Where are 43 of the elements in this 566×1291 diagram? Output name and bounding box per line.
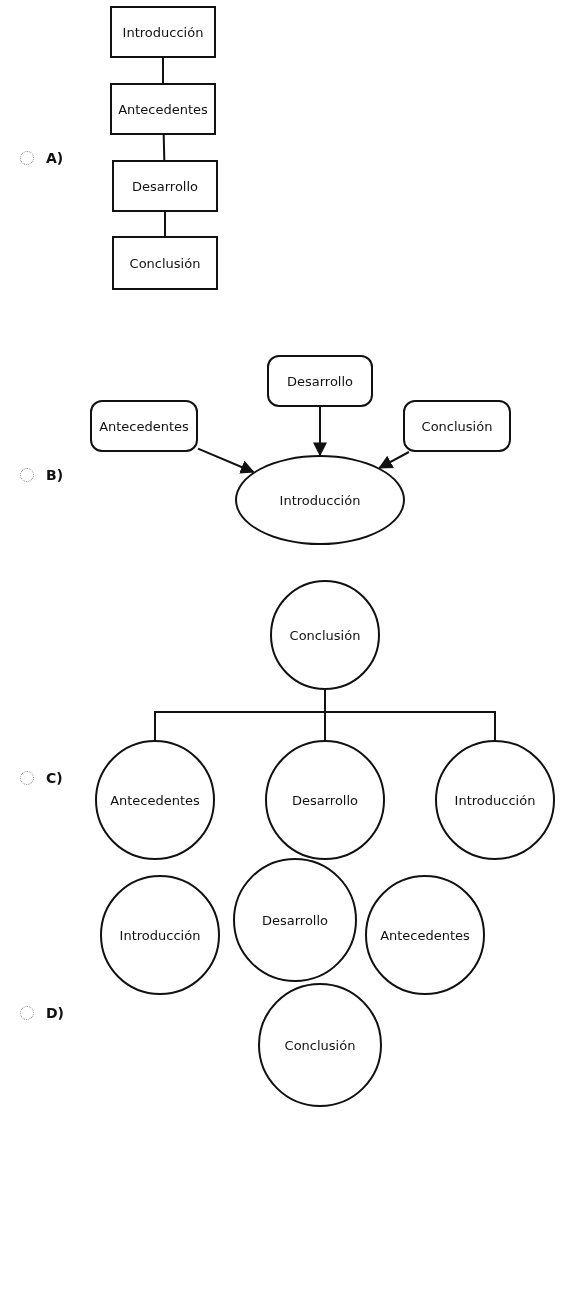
connector-line: [162, 134, 166, 161]
option-label: A): [46, 150, 64, 166]
circle-node: [258, 983, 382, 1107]
node-label: Desarrollo: [291, 792, 359, 808]
ellipse-node: [235, 455, 405, 545]
node-label: Conclusión: [284, 1037, 356, 1053]
connector-line: [164, 211, 166, 237]
option-label: D): [46, 1005, 65, 1021]
process-box: [112, 160, 218, 212]
circle-node: [365, 875, 485, 995]
node-label: Introducción: [119, 927, 201, 943]
node-label: Antecedentes: [110, 792, 200, 808]
process-box: [110, 83, 216, 135]
node-label: Antecedentes: [118, 101, 208, 117]
node-label: Desarrollo: [131, 178, 199, 194]
circle-node: [233, 858, 357, 982]
node-label: Conclusión: [289, 627, 361, 643]
circle-node: [265, 740, 385, 860]
node-label: Introducción: [454, 792, 536, 808]
circle-node: [100, 875, 220, 995]
option-label: C): [46, 770, 63, 786]
node-label: Introducción: [279, 492, 361, 508]
rounded-box: [403, 400, 511, 452]
arrow: [313, 406, 327, 457]
node-label: Conclusión: [129, 255, 201, 271]
rounded-box: [267, 355, 373, 407]
node-label: Desarrollo: [286, 373, 354, 389]
circle-node: [95, 740, 215, 860]
process-box: [112, 236, 218, 290]
node-label: Conclusión: [421, 418, 493, 434]
arrow: [197, 447, 255, 474]
process-box: [110, 6, 216, 58]
circle-node: [270, 580, 380, 690]
circle-node: [435, 740, 555, 860]
node-label: Antecedentes: [380, 927, 470, 943]
connector-line: [162, 57, 164, 84]
option-label: B): [46, 467, 64, 483]
arrow: [378, 451, 410, 469]
connector-line: [324, 689, 496, 741]
rounded-box: [90, 400, 198, 452]
node-label: Desarrollo: [261, 912, 329, 928]
node-label: Antecedentes: [99, 418, 189, 434]
node-label: Introducción: [122, 24, 204, 40]
